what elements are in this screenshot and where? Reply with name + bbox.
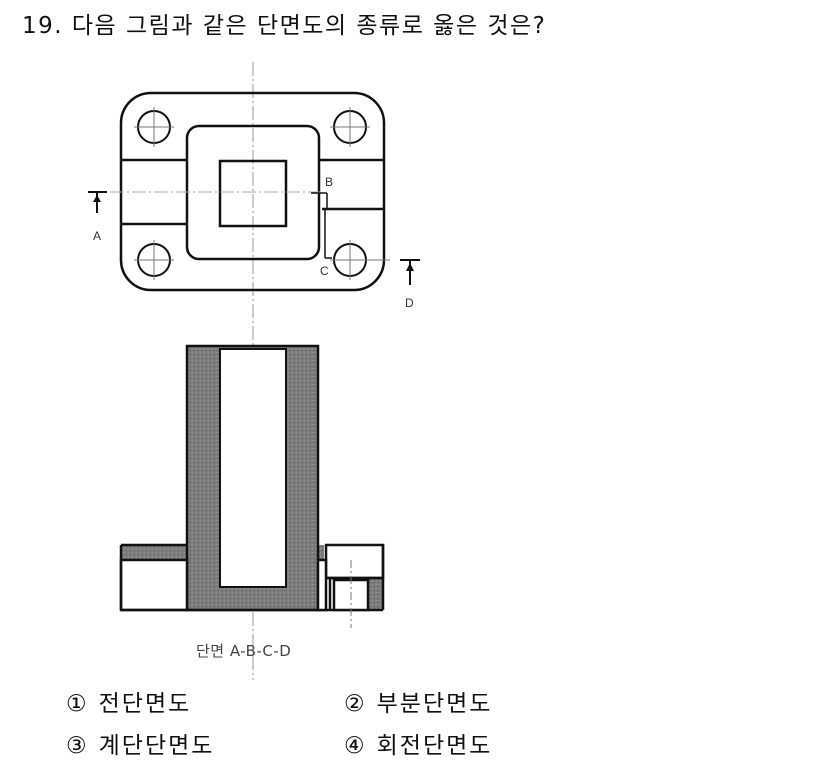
option-number: ④ [344, 733, 367, 759]
section-view [119, 344, 385, 628]
question-text: 19. 다음 그림과 같은 단면도의 종류로 옳은 것은? [22, 6, 546, 40]
section-arrow-a [88, 191, 107, 213]
option-label: 계단단면도 [98, 733, 215, 759]
bolt-holes [134, 107, 390, 280]
question-body: 다음 그림과 같은 단면도의 종류로 옳은 것은? [71, 13, 547, 39]
section-arrow-d [400, 259, 420, 285]
label-c: C [320, 264, 329, 278]
option-number: ② [344, 691, 367, 717]
option-1[interactable]: ① 전단면도 [66, 684, 191, 718]
option-number: ③ [66, 733, 89, 759]
technical-drawing: A B C D [88, 62, 420, 680]
option-label: 부분단면도 [376, 691, 493, 717]
label-d: D [405, 296, 414, 310]
cutting-plane-labels: A B C D [93, 175, 414, 310]
option-3[interactable]: ③ 계단단면도 [66, 726, 214, 760]
option-label: 전단면도 [98, 691, 192, 717]
option-4[interactable]: ④ 회전단면도 [344, 726, 492, 760]
option-2[interactable]: ② 부분단면도 [344, 684, 492, 718]
bore-outline [218, 159, 288, 228]
option-label: 회전단면도 [376, 733, 493, 759]
section-caption: 단면 A-B-C-D [196, 642, 292, 660]
cutting-plane-line [311, 192, 332, 259]
label-a: A [93, 229, 101, 243]
label-b: B [325, 175, 333, 189]
option-number: ① [66, 691, 89, 717]
question-number: 19. [22, 13, 64, 39]
